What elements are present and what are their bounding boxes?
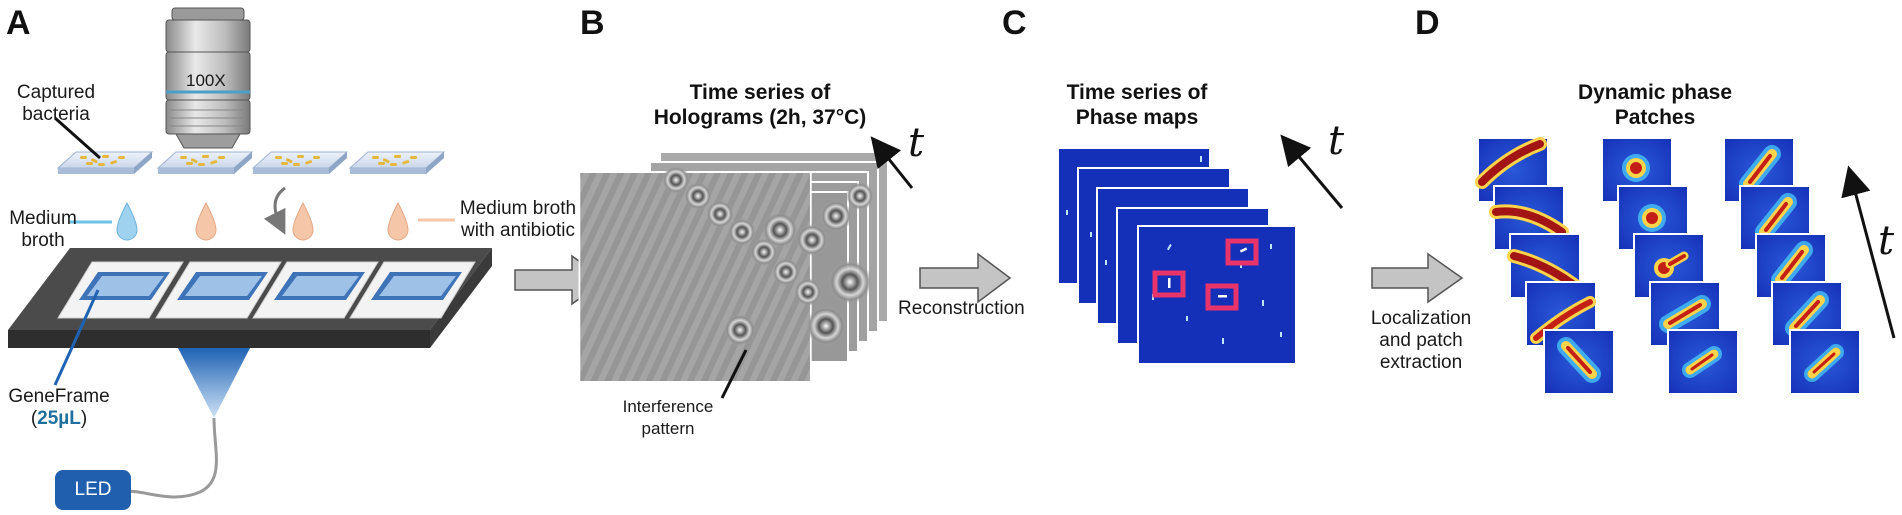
interference-pointer bbox=[720, 349, 748, 399]
led-label: LED bbox=[74, 479, 112, 500]
localization-line2: and patch bbox=[1379, 330, 1463, 351]
panel-letter-c: C bbox=[1002, 4, 1027, 42]
time-arrow-b bbox=[870, 136, 914, 189]
microscope-stage bbox=[8, 248, 492, 348]
patches-title-line2: Patches bbox=[1614, 106, 1696, 129]
phase-map-stack bbox=[1057, 147, 1297, 365]
geneframe-open-paren: ( bbox=[30, 408, 38, 429]
panel-a bbox=[8, 7, 492, 510]
time-symbol-d: t bbox=[1878, 218, 1895, 264]
geneframe-volume-line: (25µL) bbox=[4, 408, 114, 430]
hologram-stack bbox=[578, 151, 889, 383]
objective-magnification: 100X bbox=[186, 71, 226, 90]
patch-column-1 bbox=[1475, 137, 1615, 395]
arrow-b-to-c bbox=[919, 252, 1012, 304]
interference-line2: pattern bbox=[641, 419, 695, 438]
panel-c bbox=[919, 134, 1344, 365]
hologram-front-frame bbox=[578, 166, 874, 383]
highlight-box bbox=[1225, 238, 1259, 266]
antibiotic-broth-line1: Medium broth bbox=[459, 198, 577, 219]
hologram-title-line2: Holograms (2h, 37°C) bbox=[653, 106, 867, 129]
panel-letter-d: D bbox=[1415, 4, 1440, 42]
light-cone bbox=[178, 348, 250, 418]
antibiotic-broth-line2: with antibiotic bbox=[460, 220, 576, 241]
reconstruction-label: Reconstruction bbox=[898, 298, 1025, 319]
geneframe-line1: GeneFrame bbox=[8, 386, 110, 407]
phase-map-title: Time series of Phase maps bbox=[1032, 80, 1242, 130]
highlight-box bbox=[1152, 270, 1186, 298]
bacteria-slides bbox=[56, 151, 446, 174]
phase-map-title-line1: Time series of bbox=[1066, 81, 1208, 104]
medium-broth-label: Medium broth bbox=[4, 208, 82, 252]
panel-letter-a: A bbox=[6, 4, 31, 42]
droplet-icon bbox=[116, 201, 409, 241]
led-cable bbox=[125, 417, 218, 499]
microscope-objective-icon bbox=[165, 7, 251, 149]
hologram-title-line1: Time series of bbox=[689, 81, 831, 104]
captured-bacteria-line2: bacteria bbox=[22, 104, 90, 125]
arrow-c-to-d bbox=[1371, 252, 1464, 304]
time-arrow-d bbox=[1841, 165, 1896, 339]
localization-line3: extraction bbox=[1379, 352, 1463, 373]
medium-broth-line2: broth bbox=[21, 230, 65, 251]
time-symbol-b: t bbox=[908, 120, 925, 166]
geneframe-pointer bbox=[53, 289, 100, 386]
transfer-arrow bbox=[263, 186, 286, 235]
phase-map-title-line2: Phase maps bbox=[1075, 106, 1199, 129]
led-source-icon bbox=[55, 470, 131, 510]
geneframe-volume: 25µL bbox=[37, 408, 81, 429]
localization-line1: Localization bbox=[1370, 308, 1472, 329]
medium-broth-line1: Medium bbox=[9, 208, 77, 229]
panel-letter-b: B bbox=[580, 4, 605, 42]
patches-title-line1: Dynamic phase bbox=[1577, 81, 1733, 104]
interference-label: Interference pattern bbox=[612, 396, 724, 440]
panel-d bbox=[1371, 137, 1896, 395]
captured-bacteria-label: Captured bacteria bbox=[4, 82, 108, 126]
patch-column-3 bbox=[1723, 137, 1861, 395]
captured-bacteria-line1: Captured bbox=[16, 82, 96, 103]
geneframe-label: GeneFrame (25µL) bbox=[4, 386, 114, 430]
hologram-title: Time series of Holograms (2h, 37°C) bbox=[620, 80, 900, 130]
antibiotic-broth-label: Medium broth with antibiotic bbox=[455, 198, 581, 242]
patch-column-2 bbox=[1601, 137, 1739, 395]
geneframe-close-paren: ) bbox=[80, 408, 88, 429]
time-arrow-c bbox=[1280, 134, 1344, 209]
patches-title: Dynamic phase Patches bbox=[1540, 80, 1770, 130]
localization-label: Localization and patch extraction bbox=[1360, 308, 1482, 374]
captured-pointer bbox=[54, 116, 101, 160]
panel-b bbox=[514, 136, 914, 399]
interference-line1: Interference bbox=[622, 397, 714, 416]
highlight-box bbox=[1205, 283, 1239, 311]
time-symbol-c: t bbox=[1328, 118, 1345, 164]
